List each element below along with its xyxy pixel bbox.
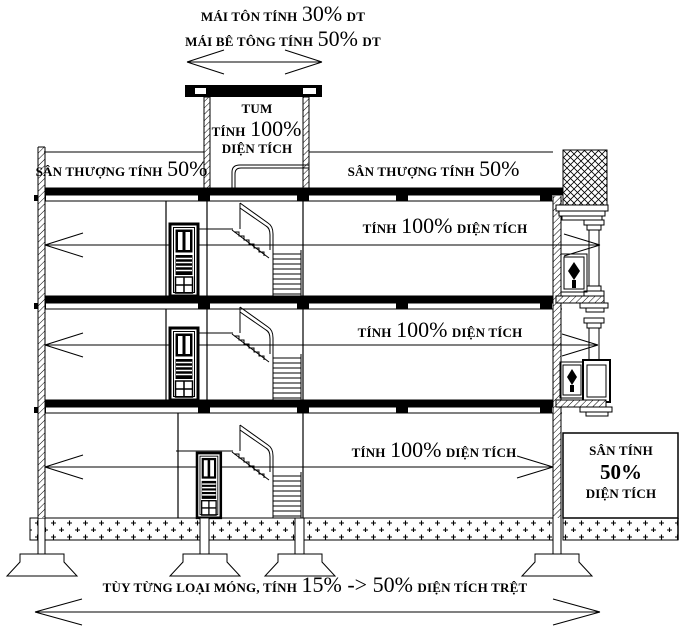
parapet-crosshatch-block	[562, 149, 608, 206]
terrace-right-value: 50%	[479, 156, 520, 181]
floor-2-suffix: DIỆN TÍCH	[448, 325, 523, 340]
floor-1-value: 100%	[390, 437, 442, 462]
roof-note-concrete-value: 50%	[317, 26, 358, 51]
door-floor-3	[168, 222, 200, 298]
foundation-note-value: 15% -> 50%	[301, 572, 413, 597]
tum-walls	[203, 96, 310, 189]
floor-2-label: TÍNH 100% DIỆN TÍCH	[358, 318, 523, 342]
roof-span-arrow	[186, 49, 323, 75]
floor-2-prefix: TÍNH	[357, 325, 396, 340]
tum-roof-slab	[185, 85, 322, 97]
roof-note-metal-suffix: DT	[343, 9, 366, 24]
terrace-label-left: SÂN THƯỢNG TÍNH 50%	[36, 157, 209, 181]
foundation-note-suffix: DIỆN TÍCH TRỆT	[413, 580, 528, 595]
terrace-left-value: 50%	[167, 156, 208, 181]
floor-3-prefix: TÍNH	[362, 221, 401, 236]
terrace-label-right: SÂN THƯỢNG TÍNH 50%	[348, 157, 521, 181]
roof-note-metal-prefix: MÁI TÔN TÍNH	[200, 9, 301, 24]
ground-hatch	[29, 517, 679, 541]
footing	[263, 553, 337, 577]
foundation-note-prefix: TÙY TỪNG LOẠI MÓNG, TÍNH	[102, 580, 301, 595]
terrace-left-prefix: SÂN THƯỢNG TÍNH	[35, 164, 167, 179]
stairs-floor-1	[175, 424, 302, 519]
tum-stair-railing	[231, 164, 309, 188]
yard-line2: DIỆN TÍCH	[585, 486, 657, 501]
yard-value: 50%	[600, 460, 642, 484]
foundation-column	[552, 518, 562, 555]
tum-calc-prefix: TÍNH	[211, 124, 250, 139]
roof-note-concrete: MÁI BÊ TÔNG TÍNH 50% DT	[185, 27, 381, 51]
roof-note-concrete-prefix: MÁI BÊ TÔNG TÍNH	[185, 34, 317, 49]
door-floor-1	[195, 451, 223, 520]
tum-label: TUM TÍNH 100% DIỆN TÍCH	[212, 101, 303, 157]
tum-name: TUM	[241, 101, 273, 116]
terrace-right-prefix: SÂN THƯỢNG TÍNH	[347, 164, 479, 179]
floor-1-prefix: TÍNH	[351, 445, 390, 460]
foundation-column	[199, 518, 210, 555]
balcony-pedestal	[582, 359, 611, 403]
floor-3-label: TÍNH 100% DIỆN TÍCH	[363, 214, 528, 238]
floor-2-value: 100%	[396, 317, 448, 342]
interior-walls	[165, 201, 304, 518]
left-wall	[37, 146, 46, 554]
floor-1-suffix: DIỆN TÍCH	[442, 445, 517, 460]
floor-dimension-lines	[44, 232, 601, 480]
footing	[168, 553, 242, 577]
footing	[5, 553, 79, 577]
roof-note-concrete-suffix: DT	[358, 34, 381, 49]
yard-line1: SÂN TÍNH	[589, 443, 653, 458]
roof-note-metal: MÁI TÔN TÍNH 30% DT	[201, 2, 365, 26]
ornate-window-floor-2	[559, 361, 585, 399]
tum-calc-value: 100%	[250, 116, 302, 141]
floor-3-value: 100%	[401, 213, 453, 238]
tum-calc-suffix: DIỆN TÍCH	[221, 141, 293, 156]
floor-1-label: TÍNH 100% DIỆN TÍCH	[352, 438, 517, 462]
foundation-column	[294, 518, 305, 555]
yard-label: SÂN TÍNH 50% DIỆN TÍCH	[586, 442, 657, 502]
foundations	[5, 518, 594, 577]
ornate-window-floor-3	[560, 253, 588, 293]
floor-3-suffix: DIỆN TÍCH	[453, 221, 528, 236]
roof-note-metal-value: 30%	[301, 1, 343, 26]
footing	[520, 553, 594, 577]
yard-box	[562, 432, 679, 519]
foundation-column	[37, 518, 46, 555]
door-floor-2	[168, 326, 200, 402]
foundation-span-arrow	[34, 598, 601, 626]
right-facade	[555, 149, 613, 417]
foundation-note: TÙY TỪNG LOẠI MÓNG, TÍNH 15% -> 50% DIỆN…	[103, 573, 528, 597]
